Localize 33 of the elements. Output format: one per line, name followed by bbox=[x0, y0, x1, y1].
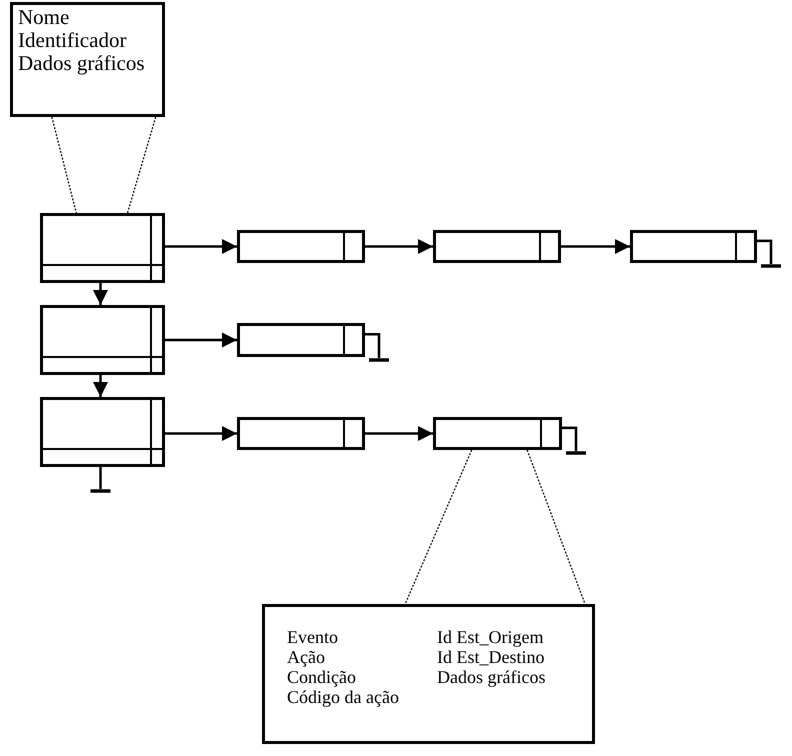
leader-line bbox=[126, 116, 156, 214]
leader-line bbox=[51, 116, 77, 214]
transition-record bbox=[433, 230, 561, 263]
field-name: Identificador bbox=[18, 29, 128, 52]
arrow bbox=[561, 239, 630, 254]
leader-line bbox=[526, 450, 586, 604]
arrow bbox=[365, 426, 433, 441]
field-name: Condição bbox=[287, 667, 357, 687]
field-name: Dados gráficos bbox=[437, 667, 546, 687]
field-name: Id Est_Destino bbox=[437, 647, 546, 667]
arrow bbox=[165, 426, 237, 441]
field-name: Id Est_Origem bbox=[437, 627, 544, 647]
transition-record bbox=[237, 323, 365, 357]
leader-line bbox=[404, 450, 472, 604]
transition-record bbox=[630, 230, 757, 263]
field-name: Ação bbox=[287, 647, 326, 667]
field-list-box bbox=[262, 604, 595, 744]
state-record bbox=[40, 397, 165, 467]
transition-record bbox=[433, 417, 562, 450]
arrow bbox=[93, 375, 108, 397]
field-name: Evento bbox=[287, 627, 339, 647]
state-record bbox=[40, 305, 165, 375]
field-name: Dados gráficos bbox=[18, 52, 146, 75]
field-name: Código da ação bbox=[287, 687, 400, 707]
transition-record bbox=[237, 417, 365, 450]
arrow bbox=[365, 239, 433, 254]
transition-record bbox=[237, 230, 365, 263]
arrow bbox=[165, 239, 237, 254]
field-name: Nome bbox=[18, 6, 70, 29]
arrow bbox=[165, 332, 237, 348]
field-list-box bbox=[10, 2, 165, 117]
arrow bbox=[93, 283, 108, 305]
state-record bbox=[40, 213, 165, 283]
